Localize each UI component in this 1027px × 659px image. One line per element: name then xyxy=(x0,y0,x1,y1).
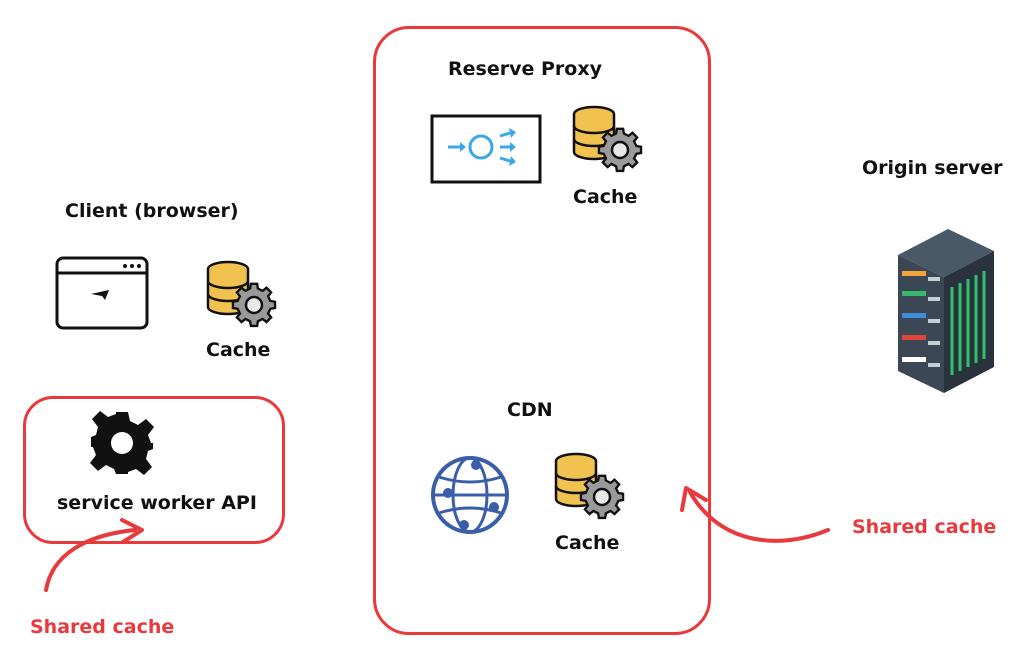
proxy-cache-icon xyxy=(572,105,643,173)
origin-title: Origin server xyxy=(862,157,1003,179)
proxy-title: Reserve Proxy xyxy=(448,58,602,80)
service-worker-box xyxy=(23,396,285,544)
cdn-title: CDN xyxy=(507,399,553,421)
proxy-cache-label: Cache xyxy=(573,186,638,208)
shared-cache-label-right: Shared cache xyxy=(852,516,997,538)
shared-cache-arrow-left xyxy=(44,528,137,592)
globe-network-icon xyxy=(431,456,509,534)
browser-window-icon xyxy=(55,256,149,330)
client-cache-icon xyxy=(206,260,277,328)
shared-cache-arrow-right xyxy=(688,490,830,543)
server-rack-icon xyxy=(898,229,994,393)
cdn-cache-icon xyxy=(554,452,625,520)
proxy-cdn-container xyxy=(373,26,711,635)
client-title: Client (browser) xyxy=(65,200,239,222)
client-cache-label: Cache xyxy=(206,339,271,361)
service-worker-label: service worker API xyxy=(57,492,257,514)
shared-cache-label-left: Shared cache xyxy=(30,616,175,638)
cdn-cache-label: Cache xyxy=(555,532,620,554)
gear-icon xyxy=(90,411,154,475)
load-balancer-icon xyxy=(430,114,542,184)
shared-cache-arrowhead-right xyxy=(680,486,708,512)
shared-cache-arrowhead-left xyxy=(120,518,144,544)
